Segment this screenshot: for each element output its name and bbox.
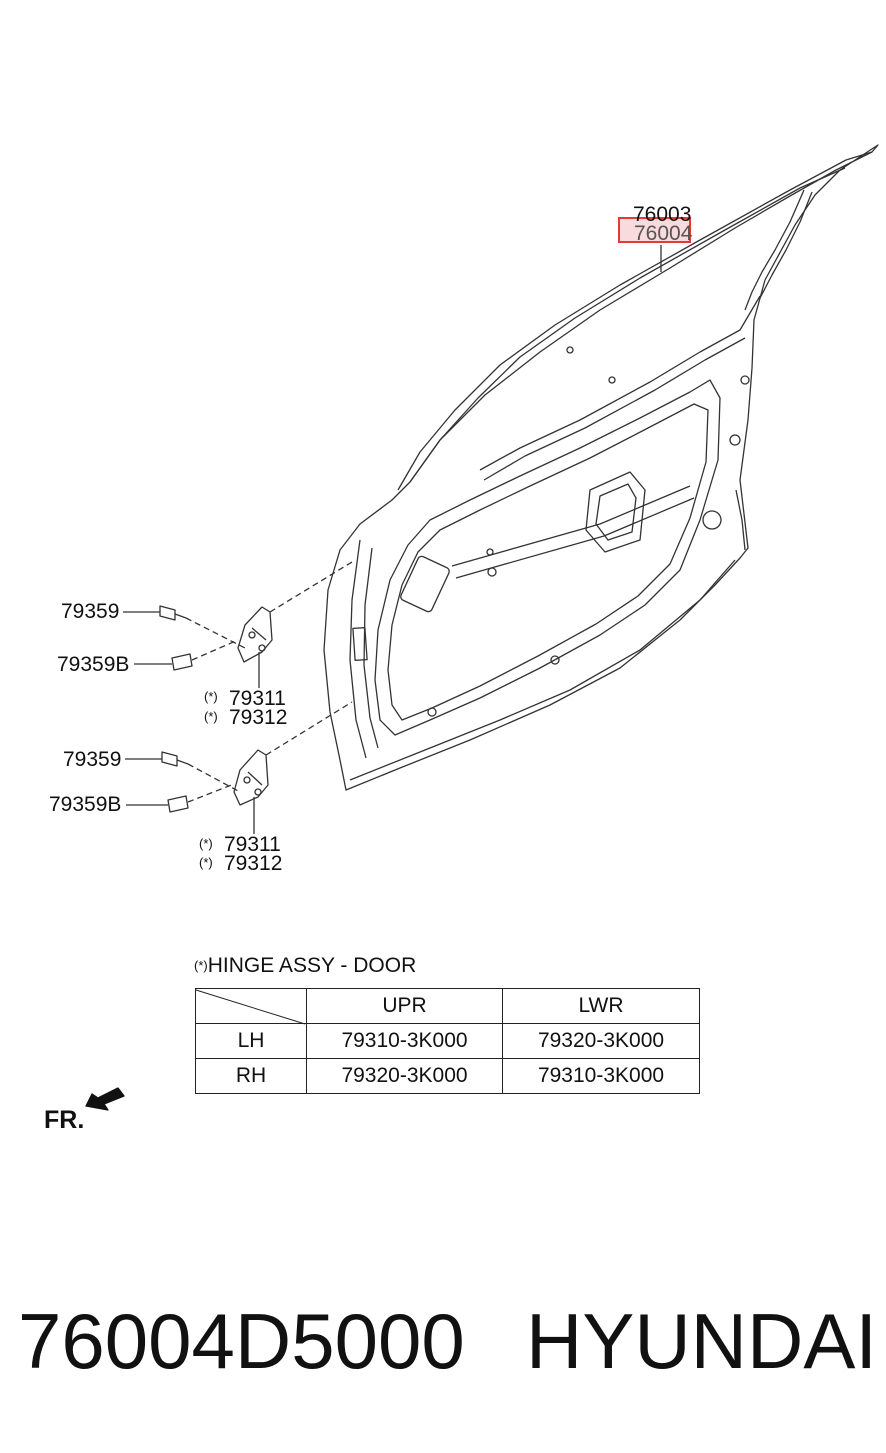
callout-79359-upper[interactable]: 79359: [61, 600, 120, 623]
upper-bolt-shank: [174, 613, 187, 619]
table-cell-side: LH: [195, 1023, 307, 1059]
upper-hinge-hole: [248, 631, 256, 639]
inner-opening: [374, 379, 721, 736]
upper-hinge-pin: [251, 627, 267, 641]
footer-brand: HYUNDAI: [526, 1297, 878, 1385]
table-cell-part[interactable]: 79320-3K000: [502, 1023, 700, 1059]
callout-79359b-upper[interactable]: 79359B: [57, 653, 130, 676]
table-header-lwr: LWR: [502, 988, 700, 1024]
callout-76004[interactable]: 76004: [634, 222, 693, 245]
table-row: RH 79320-3K000 79310-3K000: [195, 1058, 700, 1094]
panel-hole: [566, 346, 574, 354]
upper-bolt: [159, 605, 176, 621]
lower-bolt-dash: [187, 763, 241, 793]
belt-line-inner: [483, 337, 746, 481]
regulator-rail-2: [455, 497, 695, 579]
rear-pillar: [744, 189, 805, 311]
star-mark-icon: (*): [199, 836, 213, 851]
table-cell-part[interactable]: 79310-3K000: [502, 1058, 700, 1094]
panel-hole: [486, 548, 494, 556]
star-mark-icon: (*): [199, 855, 213, 870]
panel-hole: [729, 434, 741, 446]
window-frame-inner: [409, 167, 846, 483]
lower-hinge-pin: [247, 771, 263, 786]
callout-79359b-lower[interactable]: 79359B: [49, 793, 122, 816]
speaker-window: [400, 555, 450, 613]
rear-edge: [735, 489, 746, 551]
lower-bolt-shank: [176, 759, 189, 765]
callout-79311-upper[interactable]: 79311: [229, 687, 286, 710]
lower-bolt-b: [167, 795, 189, 813]
door-outer-outline: [323, 144, 879, 791]
upper-hinge-hole: [258, 644, 266, 652]
table-cell-side: RH: [195, 1058, 307, 1094]
table-cell-part[interactable]: 79310-3K000: [306, 1023, 503, 1059]
rear-pillar-inner: [759, 191, 813, 299]
belt-line: [479, 295, 761, 471]
panel-hole: [608, 376, 616, 384]
callout-79359-lower[interactable]: 79359: [63, 748, 122, 771]
table-cell-part[interactable]: 79320-3K000: [306, 1058, 503, 1094]
front-direction-label: FR.: [44, 1106, 85, 1134]
upper-bolt-b-dash: [191, 639, 239, 661]
callout-79311-lower[interactable]: 79311: [224, 833, 281, 856]
panel-hole: [550, 655, 560, 665]
upper-hinge-plate: [237, 606, 273, 663]
hinge-table-title: (*)HINGE ASSY - DOOR: [194, 954, 417, 977]
regulator-bracket-inner: [595, 483, 637, 541]
footer-part-number: 76004D5000: [18, 1297, 465, 1385]
table-header-corner: [195, 988, 307, 1024]
regulator-rail: [451, 485, 691, 567]
callout-79312-upper[interactable]: 79312: [229, 706, 288, 729]
lower-bolt: [161, 751, 178, 767]
star-mark-icon: (*): [204, 689, 218, 704]
panel-hole: [487, 567, 497, 577]
window-frame-strip: [397, 151, 873, 491]
part-highlight-box: [618, 217, 691, 243]
callout-76003[interactable]: 76003: [633, 203, 692, 226]
star-mark-icon: (*): [194, 958, 208, 973]
upper-hinge-assembly: [123, 561, 353, 688]
inner-opening-rim: [387, 403, 709, 721]
lower-bolt-b-dash: [187, 783, 235, 803]
upper-bolt-dash: [185, 617, 246, 649]
lower-hinge-hole: [243, 776, 251, 784]
callout-79312-lower[interactable]: 79312: [224, 852, 283, 875]
front-pillar: [349, 539, 367, 759]
panel-hole: [740, 375, 750, 385]
upper-bolt-b: [171, 653, 193, 671]
front-pillar-inner: [363, 547, 379, 749]
panel-hole: [702, 510, 722, 530]
table-header-upr: UPR: [306, 988, 503, 1024]
regulator-bracket: [585, 471, 646, 553]
star-mark-icon: (*): [204, 709, 218, 724]
upper-hinge-dash: [269, 561, 353, 613]
fr-arrow-icon: [85, 1087, 125, 1111]
lower-hinge-assembly: [125, 701, 353, 834]
lower-hinge-dash: [265, 701, 353, 756]
panel-hole: [427, 707, 437, 717]
hinge-table: UPR LWR LH 79310-3K000 79320-3K000 RH 79…: [195, 988, 700, 1094]
lower-hinge-hole: [254, 788, 262, 796]
table-header-row: UPR LWR: [195, 988, 700, 1024]
hinge-mount-upper: [352, 626, 368, 662]
table-row: LH 79310-3K000 79320-3K000: [195, 1023, 700, 1059]
lower-hinge-plate: [233, 749, 269, 806]
lower-edge: [349, 559, 736, 781]
